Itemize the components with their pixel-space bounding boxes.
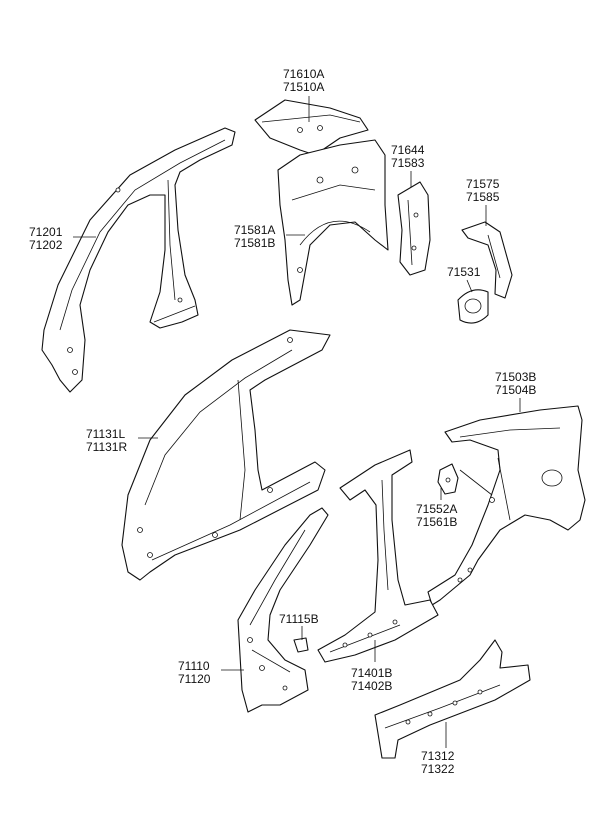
callout-fuel-filler-housing: 71531 (447, 265, 481, 279)
callout-side-sill: 71312 71322 (421, 749, 455, 776)
callout-pillar-inner-assy: 71201 71202 (29, 225, 63, 252)
fuel-filler-housing-part (457, 289, 489, 324)
side-outer-panel-part (121, 329, 331, 581)
a-pillar-clip-part (293, 637, 309, 653)
callout-small-bracket: 71575 71585 (466, 177, 500, 204)
leader-quarter-bracket-2 (459, 469, 493, 496)
rear-wheelhouse-part (277, 139, 389, 306)
quarter-bracket-part (437, 463, 459, 495)
callout-quarter-bracket: 71552A 71561B (416, 502, 458, 529)
callout-a-pillar-reinforcement: 71110 71120 (178, 659, 211, 686)
pillar-inner-assy-part (41, 127, 236, 393)
wheelhouse-bracket-part (397, 181, 431, 276)
callout-roof-rail-inner: 71610A 71510A (283, 67, 325, 94)
callout-side-outer-panel: 71131L 71131R (86, 427, 128, 454)
roof-rail-inner-part (254, 99, 369, 156)
side-sill-part (374, 639, 531, 759)
a-pillar-reinforcement-part (237, 507, 329, 713)
callout-b-pillar-reinforcement: 71401B 71402B (351, 666, 393, 693)
callout-a-pillar-clip: 71115B (279, 612, 319, 626)
leader-fuel-filler (466, 279, 473, 293)
callout-wheelhouse-bracket: 71644 71583 (391, 143, 425, 170)
small-bracket-part (461, 221, 513, 299)
leader-lines (73, 96, 521, 748)
callout-quarter-panel: 71503B 71504B (495, 370, 537, 397)
callout-rear-wheelhouse: 71581A 71581B (234, 223, 276, 250)
b-pillar-reinforcement-part (317, 449, 439, 663)
quarter-panel-part (427, 405, 586, 606)
